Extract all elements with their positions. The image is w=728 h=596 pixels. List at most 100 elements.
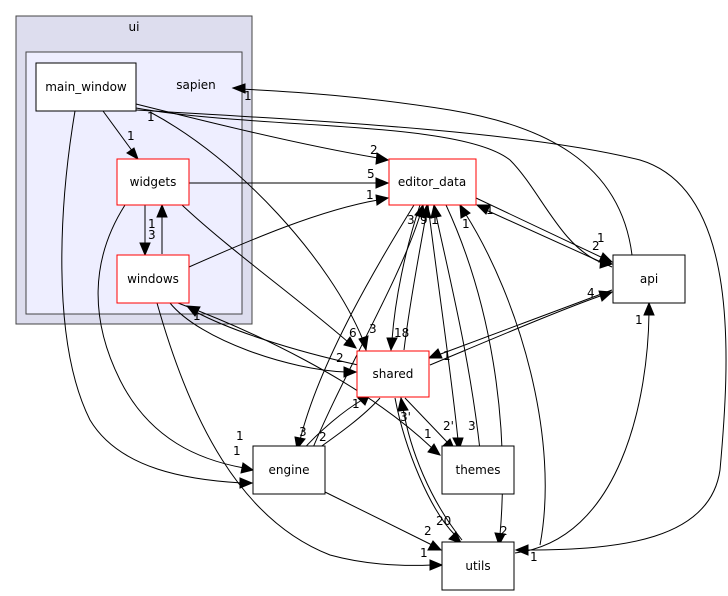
- edge-label: 18: [394, 326, 409, 340]
- edge-label: 1: [352, 397, 360, 411]
- edge-label: 1: [530, 550, 538, 564]
- node-windows[interactable]: windows: [116, 254, 190, 304]
- edge-api-sapien-arrowhead: [231, 83, 246, 94]
- edge-label: 1: [597, 231, 605, 245]
- edge-label: 4: [587, 286, 595, 300]
- edge-label: 3': [400, 410, 411, 424]
- edge-api-sapien: [239, 88, 633, 256]
- edge-label: 3: [148, 228, 156, 242]
- edge-mainwindow-engine: [61, 110, 243, 484]
- edge-labels: 1 1 1 2 5 1 3 1 2 1 2 1 1 6 3 18 3 9 1 1…: [127, 89, 643, 564]
- edge-utils-api: [514, 312, 650, 554]
- edge-label: 1: [635, 313, 643, 327]
- edge-label: 2: [370, 143, 378, 157]
- edge-shared-themes: [404, 397, 449, 444]
- node-api[interactable]: api: [612, 254, 686, 304]
- edge-utils-editordata: [464, 212, 546, 546]
- node-editor-data[interactable]: editor_data: [388, 158, 477, 206]
- cluster-sapien-label: sapien: [176, 78, 216, 92]
- node-utils[interactable]: utils: [441, 541, 515, 591]
- edge-mainwindow-widgets: [102, 110, 134, 153]
- edge-windows-editordata: [188, 199, 379, 268]
- edge-engine-editordata: [309, 214, 421, 456]
- edge-label: 1: [462, 217, 470, 231]
- node-shared-label: shared: [373, 367, 414, 381]
- edge-label: 1: [148, 217, 156, 231]
- edge-label: 2: [336, 351, 344, 365]
- edge-engine-utils: [324, 491, 433, 546]
- edge-label: 9: [420, 213, 428, 227]
- edge-label: 1: [443, 349, 451, 363]
- edge-widgets-shared: [181, 204, 349, 343]
- node-editor-data-label: editor_data: [398, 175, 466, 189]
- edge-shared-utils-arrowhead: [448, 531, 462, 544]
- node-shared[interactable]: shared: [356, 350, 430, 398]
- node-engine[interactable]: engine: [252, 445, 326, 495]
- edge-label: 1: [193, 309, 201, 323]
- edge-widgets-engine: [97, 204, 245, 469]
- edge-utils-editordata-arrowhead: [459, 203, 471, 219]
- edge-api-shared-arrowhead: [427, 348, 443, 359]
- edge-windows-utils-arrowhead: [429, 559, 444, 571]
- edge-windows-utils: [156, 302, 433, 566]
- edge-label: 1: [244, 89, 252, 103]
- edge-editordata-utils-arrowhead: [494, 532, 506, 547]
- node-themes-label: themes: [455, 463, 500, 477]
- edge-editordata-api-arrowhead: [598, 252, 614, 263]
- edge-themes-editordata-arrowhead: [430, 203, 442, 219]
- edge-label: 1: [366, 188, 374, 202]
- edge-mainwindow-api: [135, 107, 601, 263]
- edge-label: 1: [127, 129, 135, 143]
- node-engine-label: engine: [269, 463, 310, 477]
- edge-label: 1: [233, 444, 241, 458]
- node-api-label: api: [640, 272, 658, 286]
- edge-windows-themes-arrowhead: [427, 443, 441, 456]
- edge-shared-api: [429, 294, 604, 366]
- edge-engine-utils-arrowhead: [427, 540, 443, 551]
- edge-editordata-themes: [427, 204, 459, 441]
- edge-utils-shared: [402, 407, 463, 541]
- node-themes[interactable]: themes: [441, 445, 515, 495]
- edge-label: 1: [431, 213, 439, 227]
- edge-shared-engine: [311, 397, 381, 454]
- node-utils-label: utils: [465, 559, 490, 573]
- edge-label: 3: [468, 419, 476, 433]
- edge-windows-widgets-arrowhead: [156, 203, 168, 218]
- edge-shared-windows-arrowhead: [185, 305, 201, 317]
- edge-label: 1: [420, 546, 428, 560]
- edge-editordata-shared-arrowhead: [386, 337, 398, 352]
- edge-engine-editordata-arrowhead: [414, 203, 426, 219]
- edge-editordata-engine: [299, 204, 415, 441]
- edge-label: 2: [592, 239, 600, 253]
- edge-shared-api-arrowhead: [598, 290, 614, 302]
- edge-label: 2: [500, 524, 508, 538]
- edge-windows-themes: [177, 302, 433, 449]
- node-main-window[interactable]: main_window: [35, 62, 137, 112]
- edge-label: 5: [367, 167, 375, 181]
- node-widgets-label: widgets: [130, 175, 177, 189]
- edge-api-editordata-arrowhead: [475, 204, 491, 215]
- edge-editordata-api: [475, 197, 604, 259]
- edge-mainwindow-utils-arrowhead: [514, 544, 529, 556]
- edge-api-editordata: [485, 209, 613, 268]
- node-widgets[interactable]: widgets: [116, 158, 190, 206]
- edge-widgets-windows-arrowhead: [139, 242, 151, 257]
- edge-mainwindow-editordata-arrowhead: [375, 152, 390, 165]
- edge-mainwindow-editordata: [135, 103, 379, 159]
- edge-label: 3: [369, 322, 377, 336]
- node-windows-label: windows: [127, 272, 179, 286]
- edge-label: 2: [424, 524, 432, 538]
- edge-label: 20: [436, 514, 451, 528]
- edge-mainwindow-utils: [135, 109, 727, 551]
- edge-editordata-themes-arrowhead: [452, 437, 464, 452]
- edge-label: 1: [147, 110, 155, 124]
- edge-label: 3: [407, 213, 415, 227]
- edge-label: 1: [486, 203, 494, 217]
- edge-label: 3: [299, 425, 307, 439]
- edges: [61, 83, 727, 571]
- edge-windows-editordata-arrowhead: [375, 194, 390, 206]
- edge-shared-utils: [394, 397, 456, 536]
- edge-label: 6: [349, 326, 357, 340]
- edge-label: 1: [424, 427, 432, 441]
